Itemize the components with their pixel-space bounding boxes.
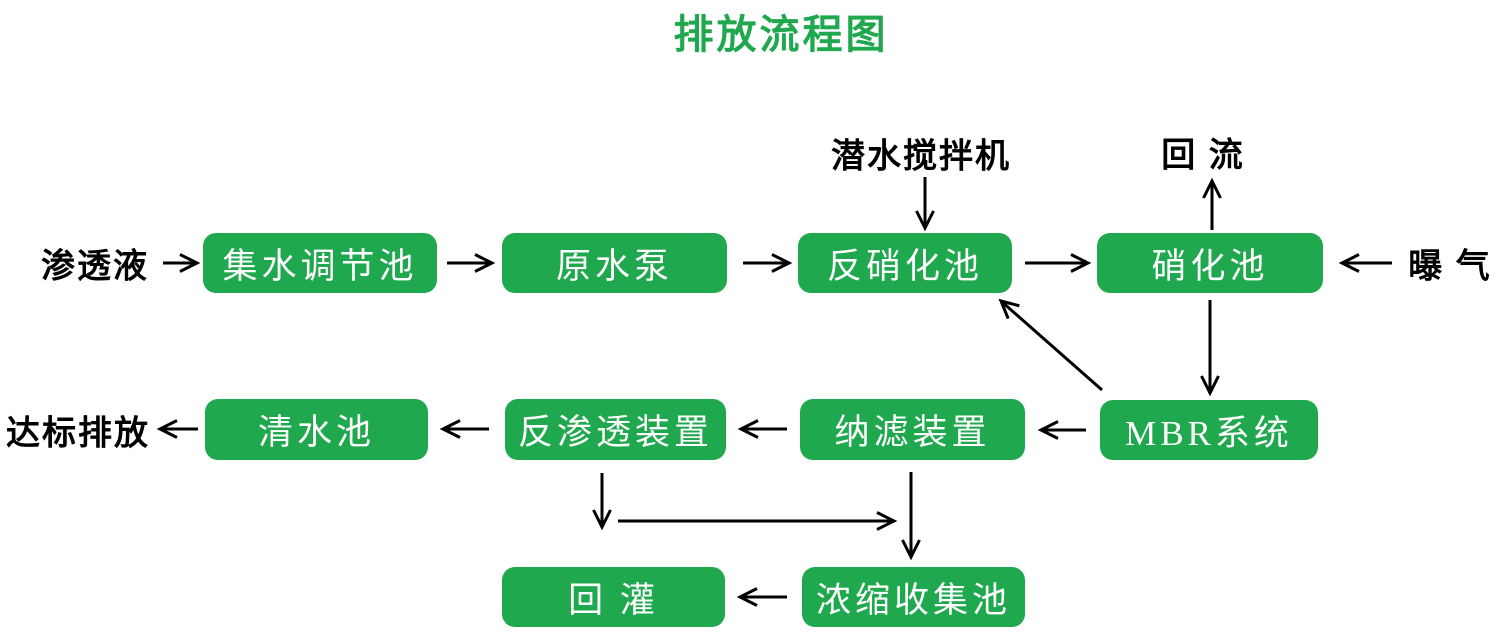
node-nitrification-tank: 硝化池 <box>1097 233 1323 293</box>
label-reflux: 回 流 <box>1161 136 1245 175</box>
node-raw-water-pump: 原水泵 <box>502 233 727 293</box>
arrow-concentrate-to-reinjection <box>736 587 787 607</box>
arrow-ro-to-clearwater <box>439 419 489 439</box>
arrow-junction-to-right <box>618 511 898 531</box>
node-denitrification-tank: 反硝化池 <box>798 233 1012 293</box>
arrow-collection-to-pump <box>447 253 496 273</box>
arrow-pump-to-denitrification <box>743 253 793 273</box>
arrow-mixer-to-denitrification <box>915 177 935 232</box>
arrow-mbr-to-denitrification <box>998 298 1103 392</box>
arrow-nitrification-to-reflux <box>1202 177 1222 230</box>
node-concentrate-collection-tank: 浓缩收集池 <box>802 567 1025 627</box>
node-reinjection: 回 灌 <box>502 567 725 627</box>
label-aeration: 曝 气 <box>1408 247 1492 286</box>
node-collection-adjust-tank: 集水调节池 <box>203 233 437 293</box>
node-mbr-system: MBR系统 <box>1100 400 1318 460</box>
node-clear-water-tank: 清水池 <box>205 399 428 460</box>
arrow-clearwater-to-discharge <box>156 419 198 439</box>
arrow-mbr-to-nanofiltration <box>1037 420 1086 440</box>
arrow-ro-concentrate-down <box>592 473 612 531</box>
arrow-leachate-to-collection <box>163 253 201 273</box>
label-leachate-influent: 渗透液 <box>41 247 149 286</box>
arrow-nitrification-to-mbr <box>1200 300 1220 397</box>
arrow-denitrification-to-nitrification <box>1025 253 1092 273</box>
label-submersible-mixer: 潜水搅拌机 <box>831 137 1011 176</box>
node-nanofiltration-unit: 纳滤装置 <box>800 399 1025 460</box>
page-title: 排放流程图 <box>673 13 889 57</box>
arrow-aeration-to-nitrification <box>1338 253 1392 273</box>
arrow-nanofiltration-to-concentrate <box>901 472 921 561</box>
arrow-nanofiltration-to-ro <box>737 419 787 439</box>
label-standard-discharge: 达标排放 <box>6 414 150 453</box>
node-reverse-osmosis-unit: 反渗透装置 <box>505 399 726 460</box>
